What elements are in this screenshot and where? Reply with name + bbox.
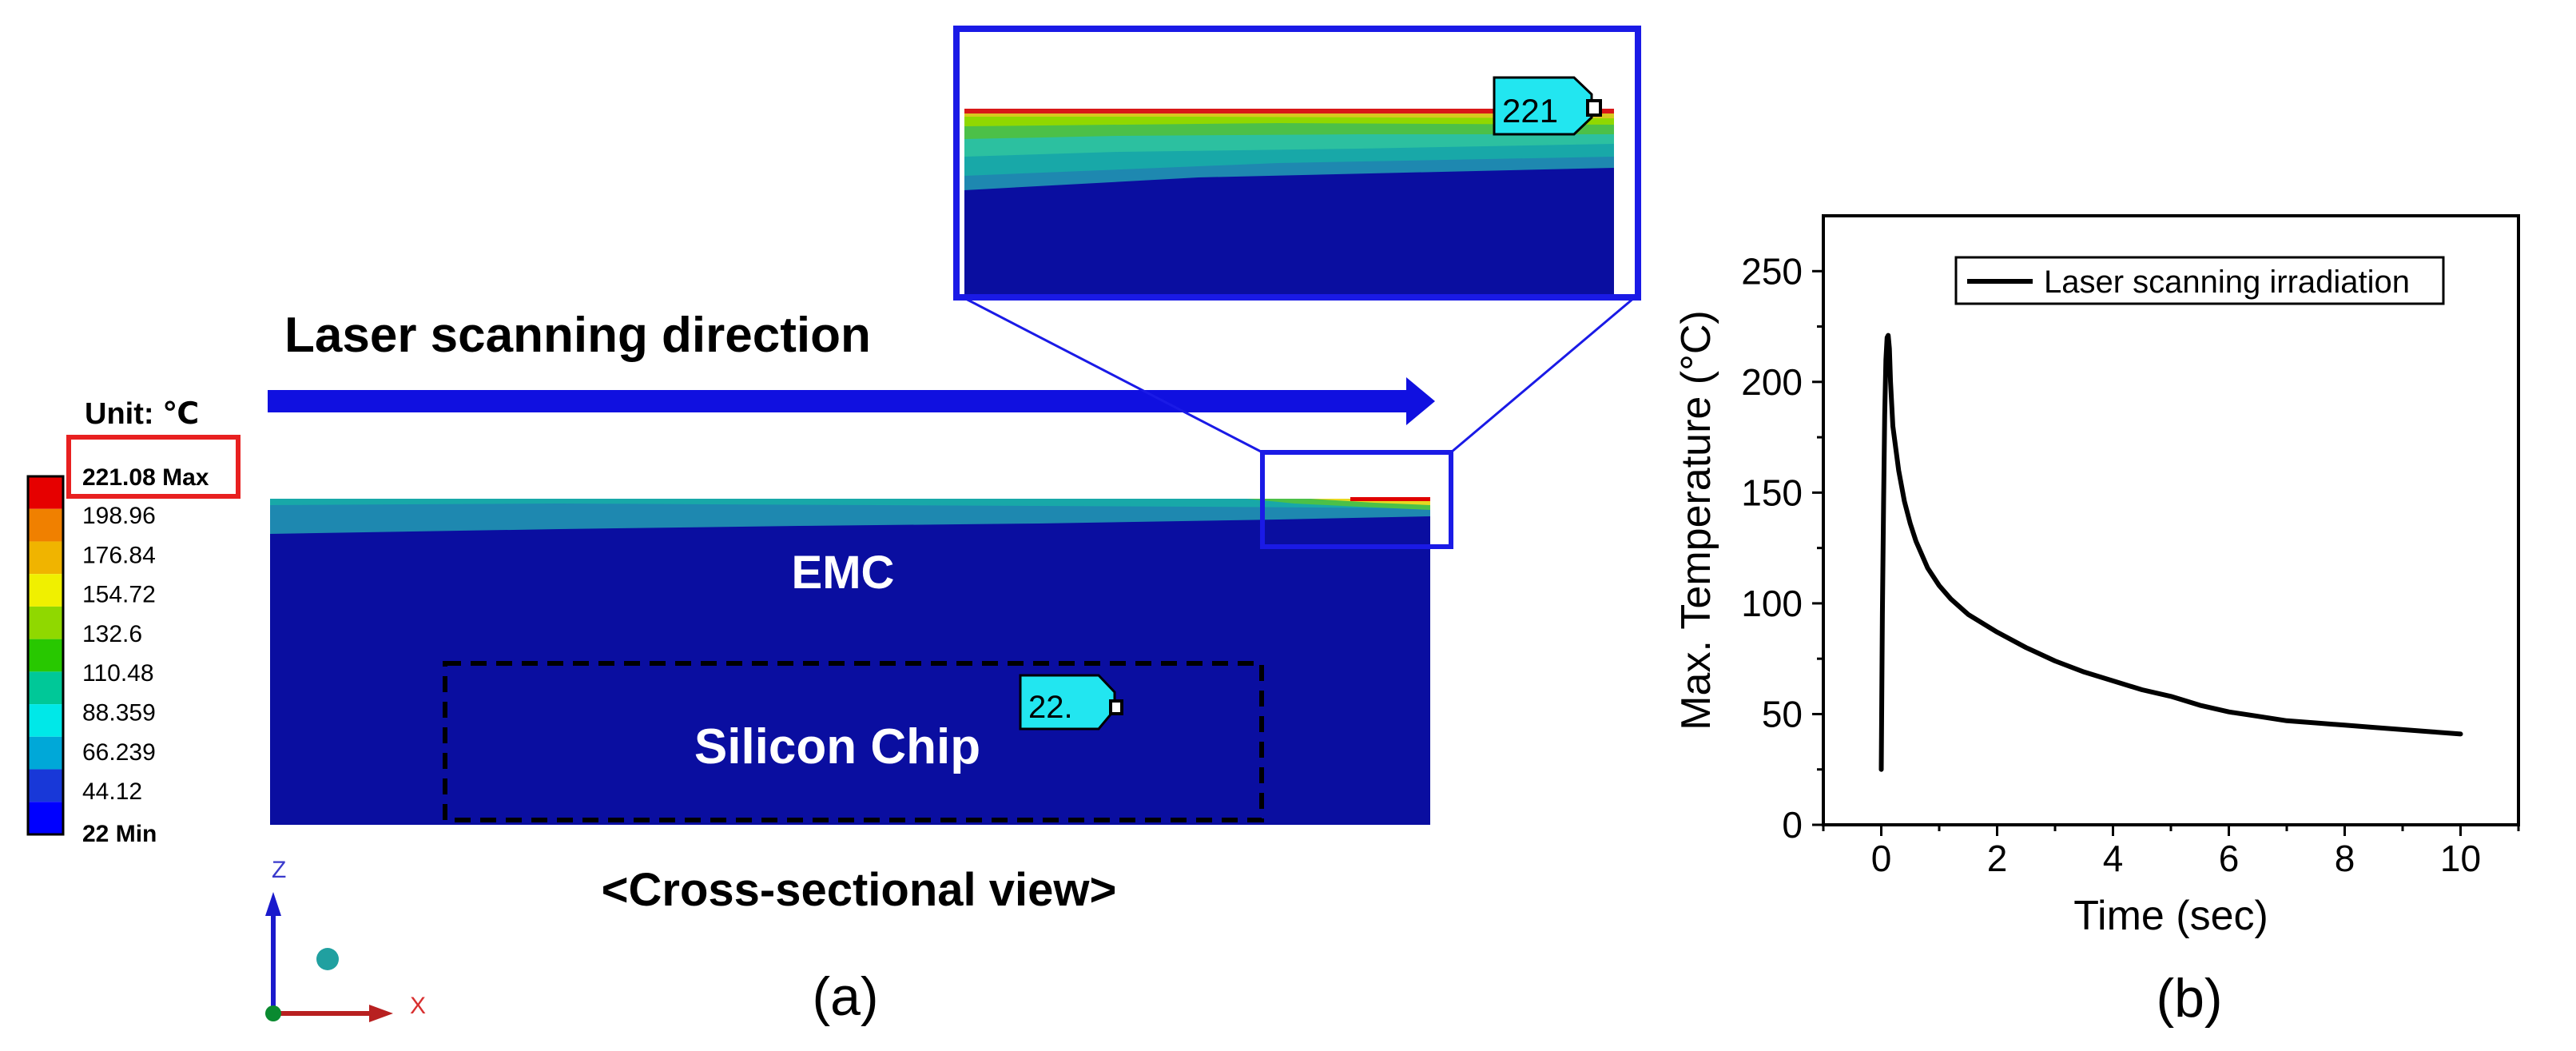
probe-main-label: 22. xyxy=(1028,690,1073,725)
legend-swatch xyxy=(28,606,63,639)
y-tick-label: 250 xyxy=(1741,250,1803,292)
y-tick-label: 100 xyxy=(1741,583,1803,624)
legend-swatch xyxy=(28,639,63,672)
zoom-inset: 221 xyxy=(953,26,1641,301)
view-caption: <Cross-sectional view> xyxy=(602,864,1117,916)
surface-layer-teal xyxy=(270,499,1430,534)
legend-swatch xyxy=(28,574,63,607)
axis-z-label: Z xyxy=(272,857,286,883)
panel-b-label: (b) xyxy=(2156,968,2222,1029)
scanning-direction-arrow xyxy=(268,377,1435,425)
legend-swatch xyxy=(28,802,63,834)
unit-label: Unit: ℃ xyxy=(85,397,199,431)
emc-label: EMC xyxy=(792,547,895,599)
direction-label: Laser scanning direction xyxy=(284,308,871,363)
legend-value-label: 154.72 xyxy=(82,582,156,608)
legend-swatch xyxy=(28,476,63,509)
legend-value-label: 132.6 xyxy=(82,621,142,647)
legend-value-label: 88.359 xyxy=(82,700,156,727)
legend-swatch xyxy=(28,769,63,802)
legend-value-label: 110.48 xyxy=(82,660,154,687)
y-tick-label: 200 xyxy=(1741,361,1803,403)
color-scale-bar xyxy=(26,475,65,836)
probe-tag-zoom: 221 xyxy=(1493,76,1602,136)
y-tick-label: 50 xyxy=(1762,693,1803,735)
legend-value-label: 44.12 xyxy=(82,778,142,805)
x-tick-label: 6 xyxy=(2219,838,2240,879)
x-tick-label: 8 xyxy=(2335,838,2355,879)
legend-swatch xyxy=(28,736,63,770)
hot-spot-red xyxy=(1350,497,1430,501)
chart-legend: Laser scanning irradiation xyxy=(1954,256,2445,305)
x-axis-label: Time (sec) xyxy=(2073,893,2268,939)
x-tick-label: 2 xyxy=(1987,838,2008,879)
surface-layer-cyan xyxy=(270,499,1430,508)
legend-value-label: 176.84 xyxy=(82,542,156,568)
emc-body xyxy=(270,499,1430,825)
y-tick-label: 150 xyxy=(1741,472,1803,513)
y-tick-label: 0 xyxy=(1782,804,1803,846)
legend-max-label: 221.08 Max xyxy=(82,464,209,491)
max-value-highlight-box xyxy=(66,435,241,499)
x-tick-label: 10 xyxy=(2440,838,2481,879)
legend-value-label: 66.239 xyxy=(82,739,156,766)
x-tick-label: 0 xyxy=(1871,838,1892,879)
zoom-connector-right xyxy=(1450,296,1636,454)
axis-triad: Z X xyxy=(265,857,426,1022)
x-tick-label: 4 xyxy=(2103,838,2124,879)
probe-tag-main: 22. xyxy=(1019,674,1123,731)
legend-swatch xyxy=(28,704,63,737)
zoom-source-box xyxy=(1260,450,1453,549)
series-line xyxy=(1878,332,2463,772)
legend-values: 198.96 176.84 154.72 132.6 110.48 88.359 66.23… xyxy=(82,503,156,805)
silicon-chip-label: Silicon Chip xyxy=(694,719,980,774)
zoom-frame xyxy=(953,26,1641,301)
legend-swatch xyxy=(28,541,63,575)
plot-frame xyxy=(1822,214,2520,826)
zoom-connector-left xyxy=(962,296,1263,454)
legend-swatch xyxy=(28,671,63,705)
y-axis-label: Max. Temperature (°C) xyxy=(1673,310,1719,731)
legend-min-label: 22 Min xyxy=(82,821,157,847)
panel-a-label: (a) xyxy=(812,966,878,1027)
legend-value-label: 198.96 xyxy=(82,503,156,529)
probe-zoom-label: 221 xyxy=(1502,92,1558,129)
legend-entry-label: Laser scanning irradiation xyxy=(2044,265,2410,300)
axis-x-label: X xyxy=(410,993,426,1019)
silicon-chip-outline xyxy=(443,661,1264,822)
legend-swatch xyxy=(28,508,63,542)
cross-section-model: EMC Silicon Chip 22. xyxy=(270,450,1453,825)
axis-triad-sphere xyxy=(316,948,339,970)
